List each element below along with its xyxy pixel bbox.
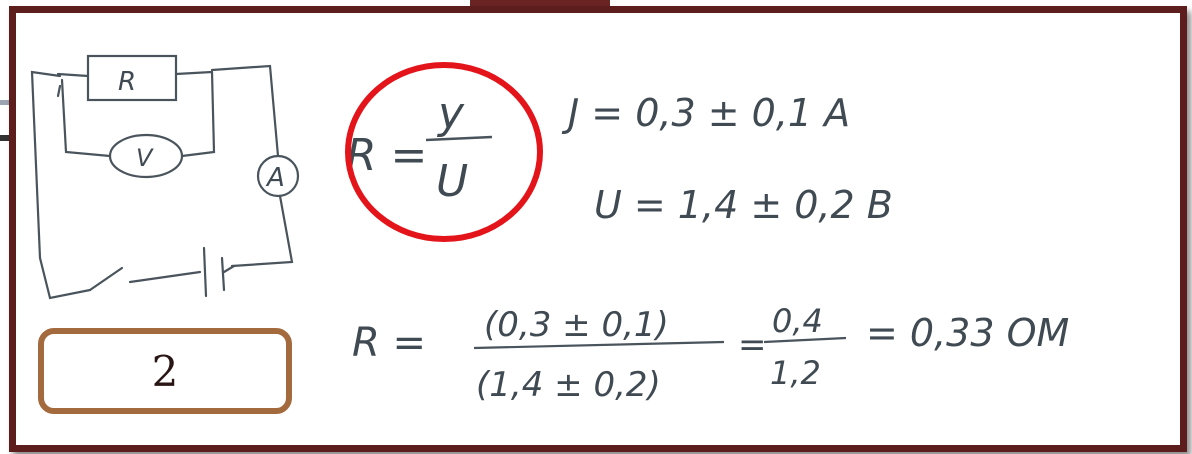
calc-mid-fraction-bar — [763, 336, 847, 344]
calc-denominator: (1,4 ± 0,2) — [476, 365, 661, 405]
voltmeter-label: V — [136, 144, 154, 172]
calc-mid-numerator: 0,4 — [772, 302, 823, 340]
calc-numerator: (0,3 ± 0,1) — [484, 305, 669, 345]
highlight-circle — [345, 62, 543, 242]
formula-lhs: R = — [346, 130, 427, 181]
calc-fraction-bar — [473, 340, 725, 350]
ohm-formula: R = y U — [346, 88, 493, 207]
voltage-measurement: U = 1,4 ± 0,2 B — [594, 183, 893, 227]
top-decor-tab — [470, 0, 610, 10]
slide-number-box: 2 — [38, 328, 292, 414]
ammeter-symbol — [256, 154, 300, 198]
slide-number: 2 — [151, 346, 179, 396]
calc-equals: = — [738, 325, 767, 365]
resistor-symbol — [86, 54, 178, 102]
current-measurement: J = 0,3 ± 0,1 A — [561, 91, 850, 135]
battery-symbol — [202, 246, 208, 298]
formula-fraction-bar — [425, 135, 493, 142]
resistor-label: R — [118, 67, 136, 97]
calc-mid-denominator: 1,2 — [770, 354, 821, 392]
ammeter-label: A — [265, 163, 285, 193]
formula-numerator: y — [436, 88, 465, 139]
calc-lhs: R = — [352, 320, 426, 366]
calc-result: = 0,33 ОМ — [866, 311, 1069, 355]
calculation: R = (0,3 ± 0,1) (1,4 ± 0,2) = 0,4 1,2 = … — [352, 302, 1069, 405]
circuit-diagram — [30, 54, 300, 300]
switch-symbol — [88, 266, 124, 292]
voltmeter-symbol — [108, 133, 184, 179]
formula-denominator: U — [436, 156, 468, 207]
